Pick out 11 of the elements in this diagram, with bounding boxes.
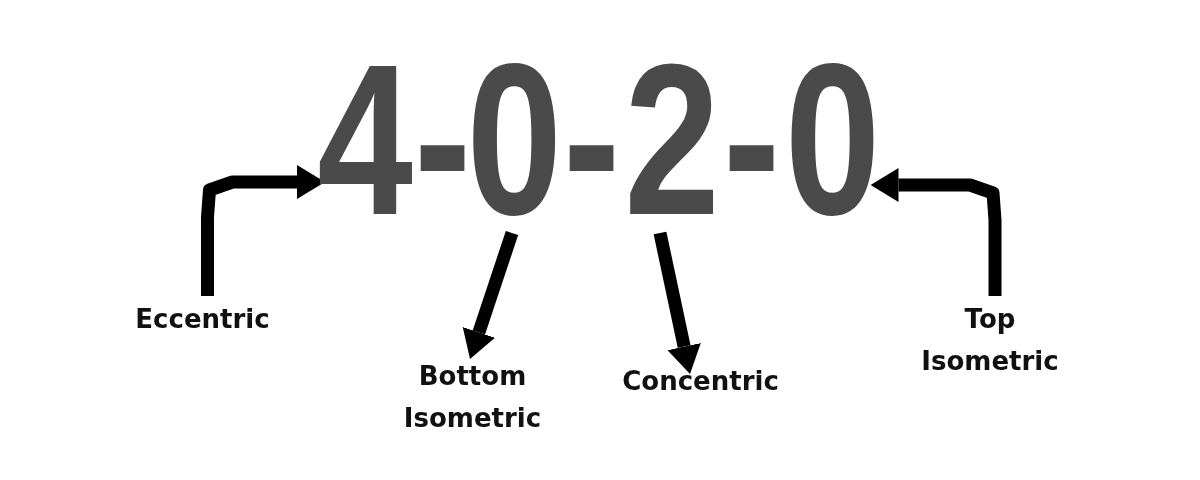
phase-label: Top Isometric [895,298,1085,382]
digit-text: 2 [624,55,720,225]
phase-label: Eccentric [110,298,295,340]
hyphen-text: - [563,55,620,225]
hyphen-text: - [723,55,780,225]
phase-label: Concentric [598,360,803,402]
arrow [653,231,701,374]
digit-text: 0 [782,55,883,225]
arrow [870,168,1002,296]
phase-label: Bottom Isometric [380,355,565,439]
arrow [462,230,519,359]
